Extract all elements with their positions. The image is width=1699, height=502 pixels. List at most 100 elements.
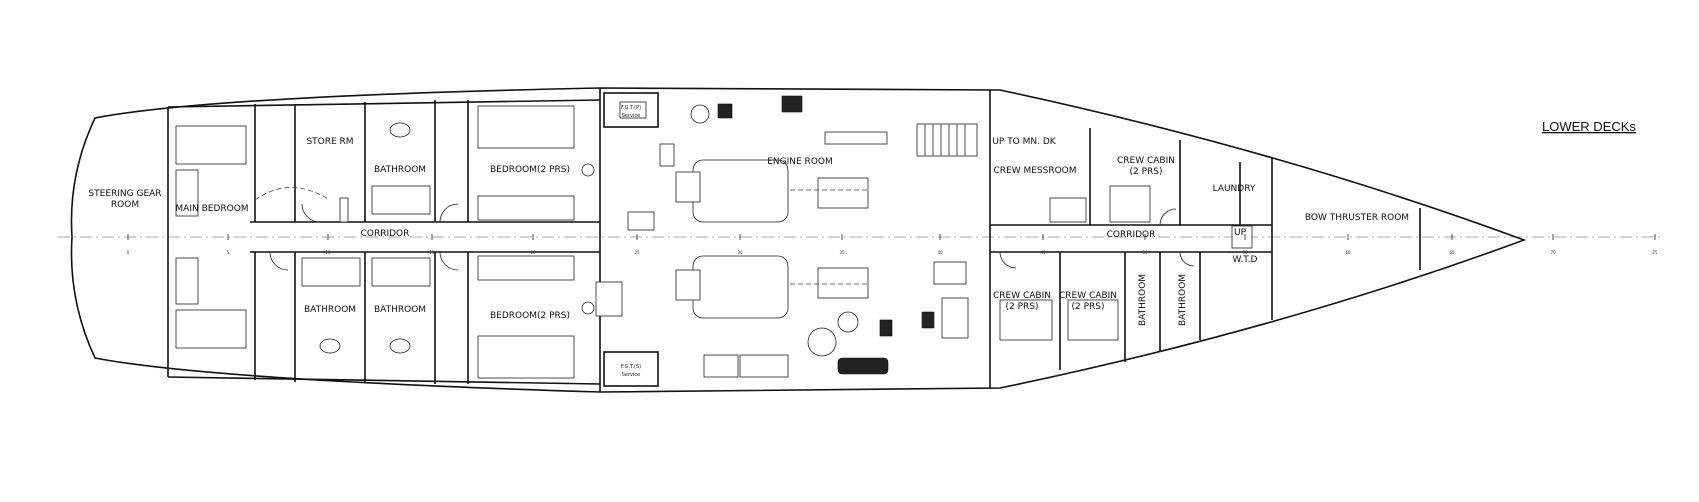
stair-up	[916, 123, 978, 157]
main-bed-bottom	[175, 309, 247, 349]
air-tank	[690, 104, 710, 124]
label-corridor-aft: CORRIDOR	[361, 229, 410, 239]
tick-label: 65	[1449, 250, 1455, 255]
tick-label: 20	[530, 250, 536, 255]
sink-bottom-1	[319, 338, 341, 354]
generator-stbd	[817, 267, 869, 299]
tick-label: 70	[1550, 250, 1556, 255]
door-cabin-b1	[999, 251, 1017, 269]
bathtub-bottom-2	[371, 257, 431, 287]
generator-port	[817, 177, 869, 209]
drawing-title: LOWER DECKs	[1542, 119, 1636, 134]
tick-label: 5	[227, 250, 230, 255]
label-steering-gear-2: ROOM	[111, 200, 139, 210]
label-bedroom-top: BEDROOM(2 PRS)	[490, 165, 570, 175]
tick-label: 10	[325, 250, 331, 255]
label-engine-room: ENGINE ROOM	[767, 157, 833, 167]
label-up-to-mn-dk: UP TO MN. DK	[992, 137, 1056, 147]
pump-top-2	[717, 103, 733, 119]
fgt-p-tank	[603, 92, 659, 128]
separator-unit	[703, 354, 739, 378]
label-bathroom-top: BATHROOM	[374, 165, 426, 175]
main-engine-stbd	[692, 255, 789, 319]
pump-mid	[879, 319, 893, 337]
label-fgt-p-2: Service	[622, 113, 640, 119]
unit-fwd	[933, 261, 967, 285]
label-crew-cabin-b1-1: CREW CABIN	[993, 291, 1051, 301]
fgt-gauge-p	[619, 101, 647, 119]
label-fgt-s-2: Service	[622, 372, 640, 378]
hatch-bottom	[581, 301, 595, 315]
gearbox-port	[675, 171, 701, 203]
label-bedroom-bottom: BEDROOM(2 PRS)	[490, 311, 570, 321]
hatch-top	[581, 163, 595, 177]
pump-unit-1	[627, 211, 655, 231]
label-bathroom-fwd-1: BATHROOM	[1138, 274, 1148, 326]
compressor-2	[837, 311, 859, 333]
label-laundry: LAUNDRY	[1213, 184, 1256, 194]
hull-outline	[70, 87, 1527, 393]
label-up: UP	[1234, 228, 1247, 238]
mess-table	[1049, 197, 1087, 223]
door-bed-bottom	[439, 251, 459, 271]
tick-label: 50	[1142, 250, 1148, 255]
battery-bank	[595, 281, 623, 317]
door-store	[301, 203, 321, 223]
tick-label: 0	[127, 250, 130, 255]
tick-label: 30	[737, 250, 743, 255]
pump-top-1	[781, 95, 803, 113]
tick-label: 45	[1040, 250, 1046, 255]
heater-unit	[739, 354, 789, 378]
label-bow-thruster: BOW THRUSTER ROOM	[1305, 213, 1409, 223]
door-bed-top	[439, 203, 459, 223]
gearbox-stbd	[675, 269, 701, 301]
label-fgt-p-1: F.G.T.(P)	[621, 105, 641, 111]
bunk-top-1	[477, 105, 575, 149]
main-bed-top	[175, 125, 247, 165]
label-bathroom-bottom-2: BATHROOM	[374, 305, 426, 315]
label-wtd: W.T.D	[1233, 255, 1258, 265]
main-bed-side-bottom	[175, 257, 199, 305]
sink-bottom-2	[389, 338, 411, 354]
label-crew-messroom: CREW MESSROOM	[993, 166, 1076, 176]
label-corridor-fwd: CORRIDOR	[1107, 230, 1156, 240]
label-steering-gear-1: STEERING GEAR	[88, 189, 161, 199]
label-crew-cabin-top-1: CREW CABIN	[1117, 156, 1175, 166]
tick-label: 40	[937, 250, 943, 255]
tick-label: 75	[1652, 250, 1658, 255]
tick-label: 15	[429, 250, 435, 255]
sink-top	[389, 122, 411, 138]
tank-fwd	[941, 297, 969, 339]
main-engine-port	[692, 159, 789, 223]
electrical-heater	[837, 357, 889, 375]
crew-bunk-top	[1109, 185, 1151, 223]
label-crew-cabin-top-2: (2 PRS)	[1129, 167, 1162, 177]
bunk-top-2	[477, 195, 575, 221]
door-laundry	[1159, 208, 1177, 226]
bathtub-bottom-1	[301, 257, 361, 287]
wall-aft-bottom	[167, 376, 601, 385]
crew-bunk-b2	[1067, 299, 1119, 341]
wall-aft-top	[167, 99, 601, 108]
door-main-bed	[269, 251, 289, 271]
fgt-s-tank	[603, 351, 659, 387]
ladder-engine	[659, 143, 675, 167]
bunk-bottom-1	[477, 255, 575, 281]
bathtub-top	[371, 185, 431, 215]
swing-main-top	[254, 187, 331, 201]
tick-label: 55	[1242, 250, 1248, 255]
label-bathroom-bottom-1: BATHROOM	[304, 305, 356, 315]
ladder-aft	[339, 197, 349, 223]
tick-label: 35	[839, 250, 845, 255]
stair-fwd	[1231, 225, 1253, 249]
crew-bunk-b1	[999, 299, 1053, 341]
frame-ticks: 0 5 10 15 20 25 30 35 40 45 50 55 60	[127, 234, 1658, 255]
label-store-rm: STORE RM	[306, 137, 353, 147]
main-bed-side-top	[175, 169, 199, 217]
compressor-1	[807, 327, 837, 357]
tick-label: 25	[634, 250, 640, 255]
label-crew-cabin-b2-1: CREW CABIN	[1059, 291, 1117, 301]
label-bathroom-fwd-2: BATHROOM	[1178, 274, 1188, 326]
